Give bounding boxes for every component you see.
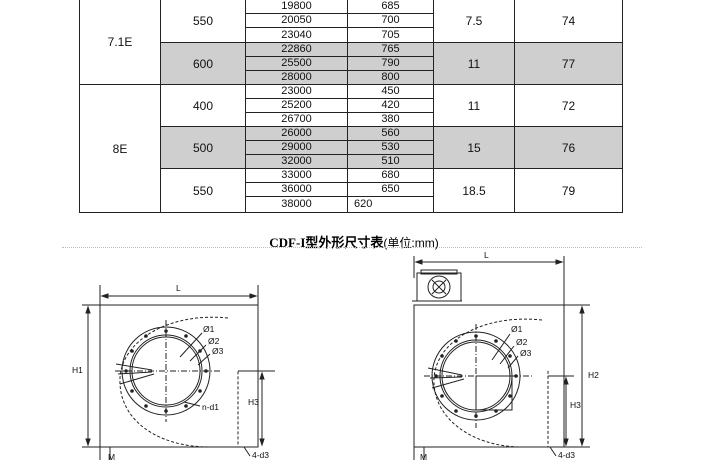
dim-label-H2: H2 [588, 370, 599, 380]
dim-label-H3: H3 [570, 400, 581, 410]
flow-cell: 26000 [245, 126, 348, 141]
flow-cell: 19800 [245, 0, 348, 14]
dim-label-d3: 4-d3 [558, 450, 575, 460]
pressure-cell: 530 [347, 140, 434, 155]
noise-cell: 77 [514, 42, 623, 85]
flow-cell: 38000 [245, 196, 348, 213]
model-cell: 7.1E [79, 0, 161, 85]
flow-cell: 23040 [245, 27, 348, 43]
pressure-cell: 380 [347, 112, 434, 127]
rpm-cell: 550 [160, 168, 246, 213]
fan-outline-drawing-motor: L Ø1 Ø2 Ø3 H2 H3 M 4-d3 [392, 250, 608, 462]
fan-drawing-svg-right: L Ø1 Ø2 Ø3 H2 H3 M 4-d3 [412, 250, 599, 462]
pressure-cell: 650 [347, 182, 434, 197]
power-cell: 15 [433, 126, 515, 169]
pressure-cell: 765 [347, 42, 434, 57]
flow-cell: 20050 [245, 13, 348, 28]
flow-cell: 29000 [245, 140, 348, 155]
dim-label-L: L [176, 283, 181, 293]
dim-label-phi2: Ø2 [208, 336, 220, 346]
model-cell: 8E [79, 84, 161, 213]
dim-label-d3: 4-d3 [252, 450, 269, 460]
noise-cell: 76 [514, 126, 623, 169]
dim-label-nd1: n-d1 [202, 402, 219, 412]
pressure-cell: 420 [347, 98, 434, 113]
flow-cell: 26700 [245, 112, 348, 127]
flow-cell: 25500 [245, 56, 348, 71]
pressure-cell: 680 [347, 168, 434, 183]
spec-table: 7.1E 8E 550 19800 20050 23040 685 700 70… [79, 0, 623, 213]
pressure-cell: 685 [347, 0, 434, 14]
dim-label-H1: H1 [72, 365, 83, 375]
power-cell: 11 [433, 42, 515, 85]
caption-title: CDF-I型外形尺寸表 [269, 235, 384, 250]
pressure-cell: 620 [347, 196, 434, 213]
fan-outline-drawing-front: L Ø1 Ø2 Ø3 H1 H3 n-d1 M 4-d3 [60, 250, 300, 462]
dim-label-phi3: Ø3 [520, 348, 532, 358]
pressure-cell: 790 [347, 56, 434, 71]
dim-label-phi2: Ø2 [516, 337, 528, 347]
dim-label-phi3: Ø3 [212, 346, 224, 356]
pressure-cell: 450 [347, 84, 434, 99]
dim-label-H3: H3 [248, 397, 259, 407]
rpm-cell: 400 [160, 84, 246, 127]
rpm-cell: 550 [160, 0, 246, 43]
pressure-cell: 510 [347, 154, 434, 169]
noise-cell: 79 [514, 168, 623, 213]
pressure-cell: 800 [347, 70, 434, 85]
fan-drawing-svg-left: L Ø1 Ø2 Ø3 H1 H3 n-d1 M 4-d3 [72, 283, 275, 462]
dim-label-phi1: Ø1 [511, 324, 523, 334]
flow-cell: 28000 [245, 70, 348, 85]
pressure-cell: 700 [347, 13, 434, 28]
noise-cell: 74 [514, 0, 623, 43]
pressure-cell: 560 [347, 126, 434, 141]
dim-label-M: M [108, 452, 115, 462]
flow-cell: 32000 [245, 154, 348, 169]
power-cell: 11 [433, 84, 515, 127]
rpm-cell: 600 [160, 42, 246, 85]
rpm-cell: 500 [160, 126, 246, 169]
dim-label-M: M [420, 452, 427, 462]
flange-bolt-holes [434, 334, 518, 418]
pressure-cell: 705 [347, 27, 434, 43]
dimension-table-caption: CDF-I型外形尺寸表(单位:mm) [0, 232, 708, 251]
flow-cell: 23000 [245, 84, 348, 99]
flange-bolt-holes [124, 329, 208, 413]
power-cell: 18.5 [433, 168, 515, 213]
flow-cell: 36000 [245, 182, 348, 197]
caption-unit: (单位:mm) [383, 236, 439, 250]
flow-cell: 33000 [245, 168, 348, 183]
dim-label-phi1: Ø1 [203, 324, 215, 334]
dim-label-L: L [484, 250, 489, 260]
noise-cell: 72 [514, 84, 623, 127]
flow-cell: 22860 [245, 42, 348, 57]
flow-cell: 25200 [245, 98, 348, 113]
divider [62, 247, 642, 248]
power-cell: 7.5 [433, 0, 515, 43]
